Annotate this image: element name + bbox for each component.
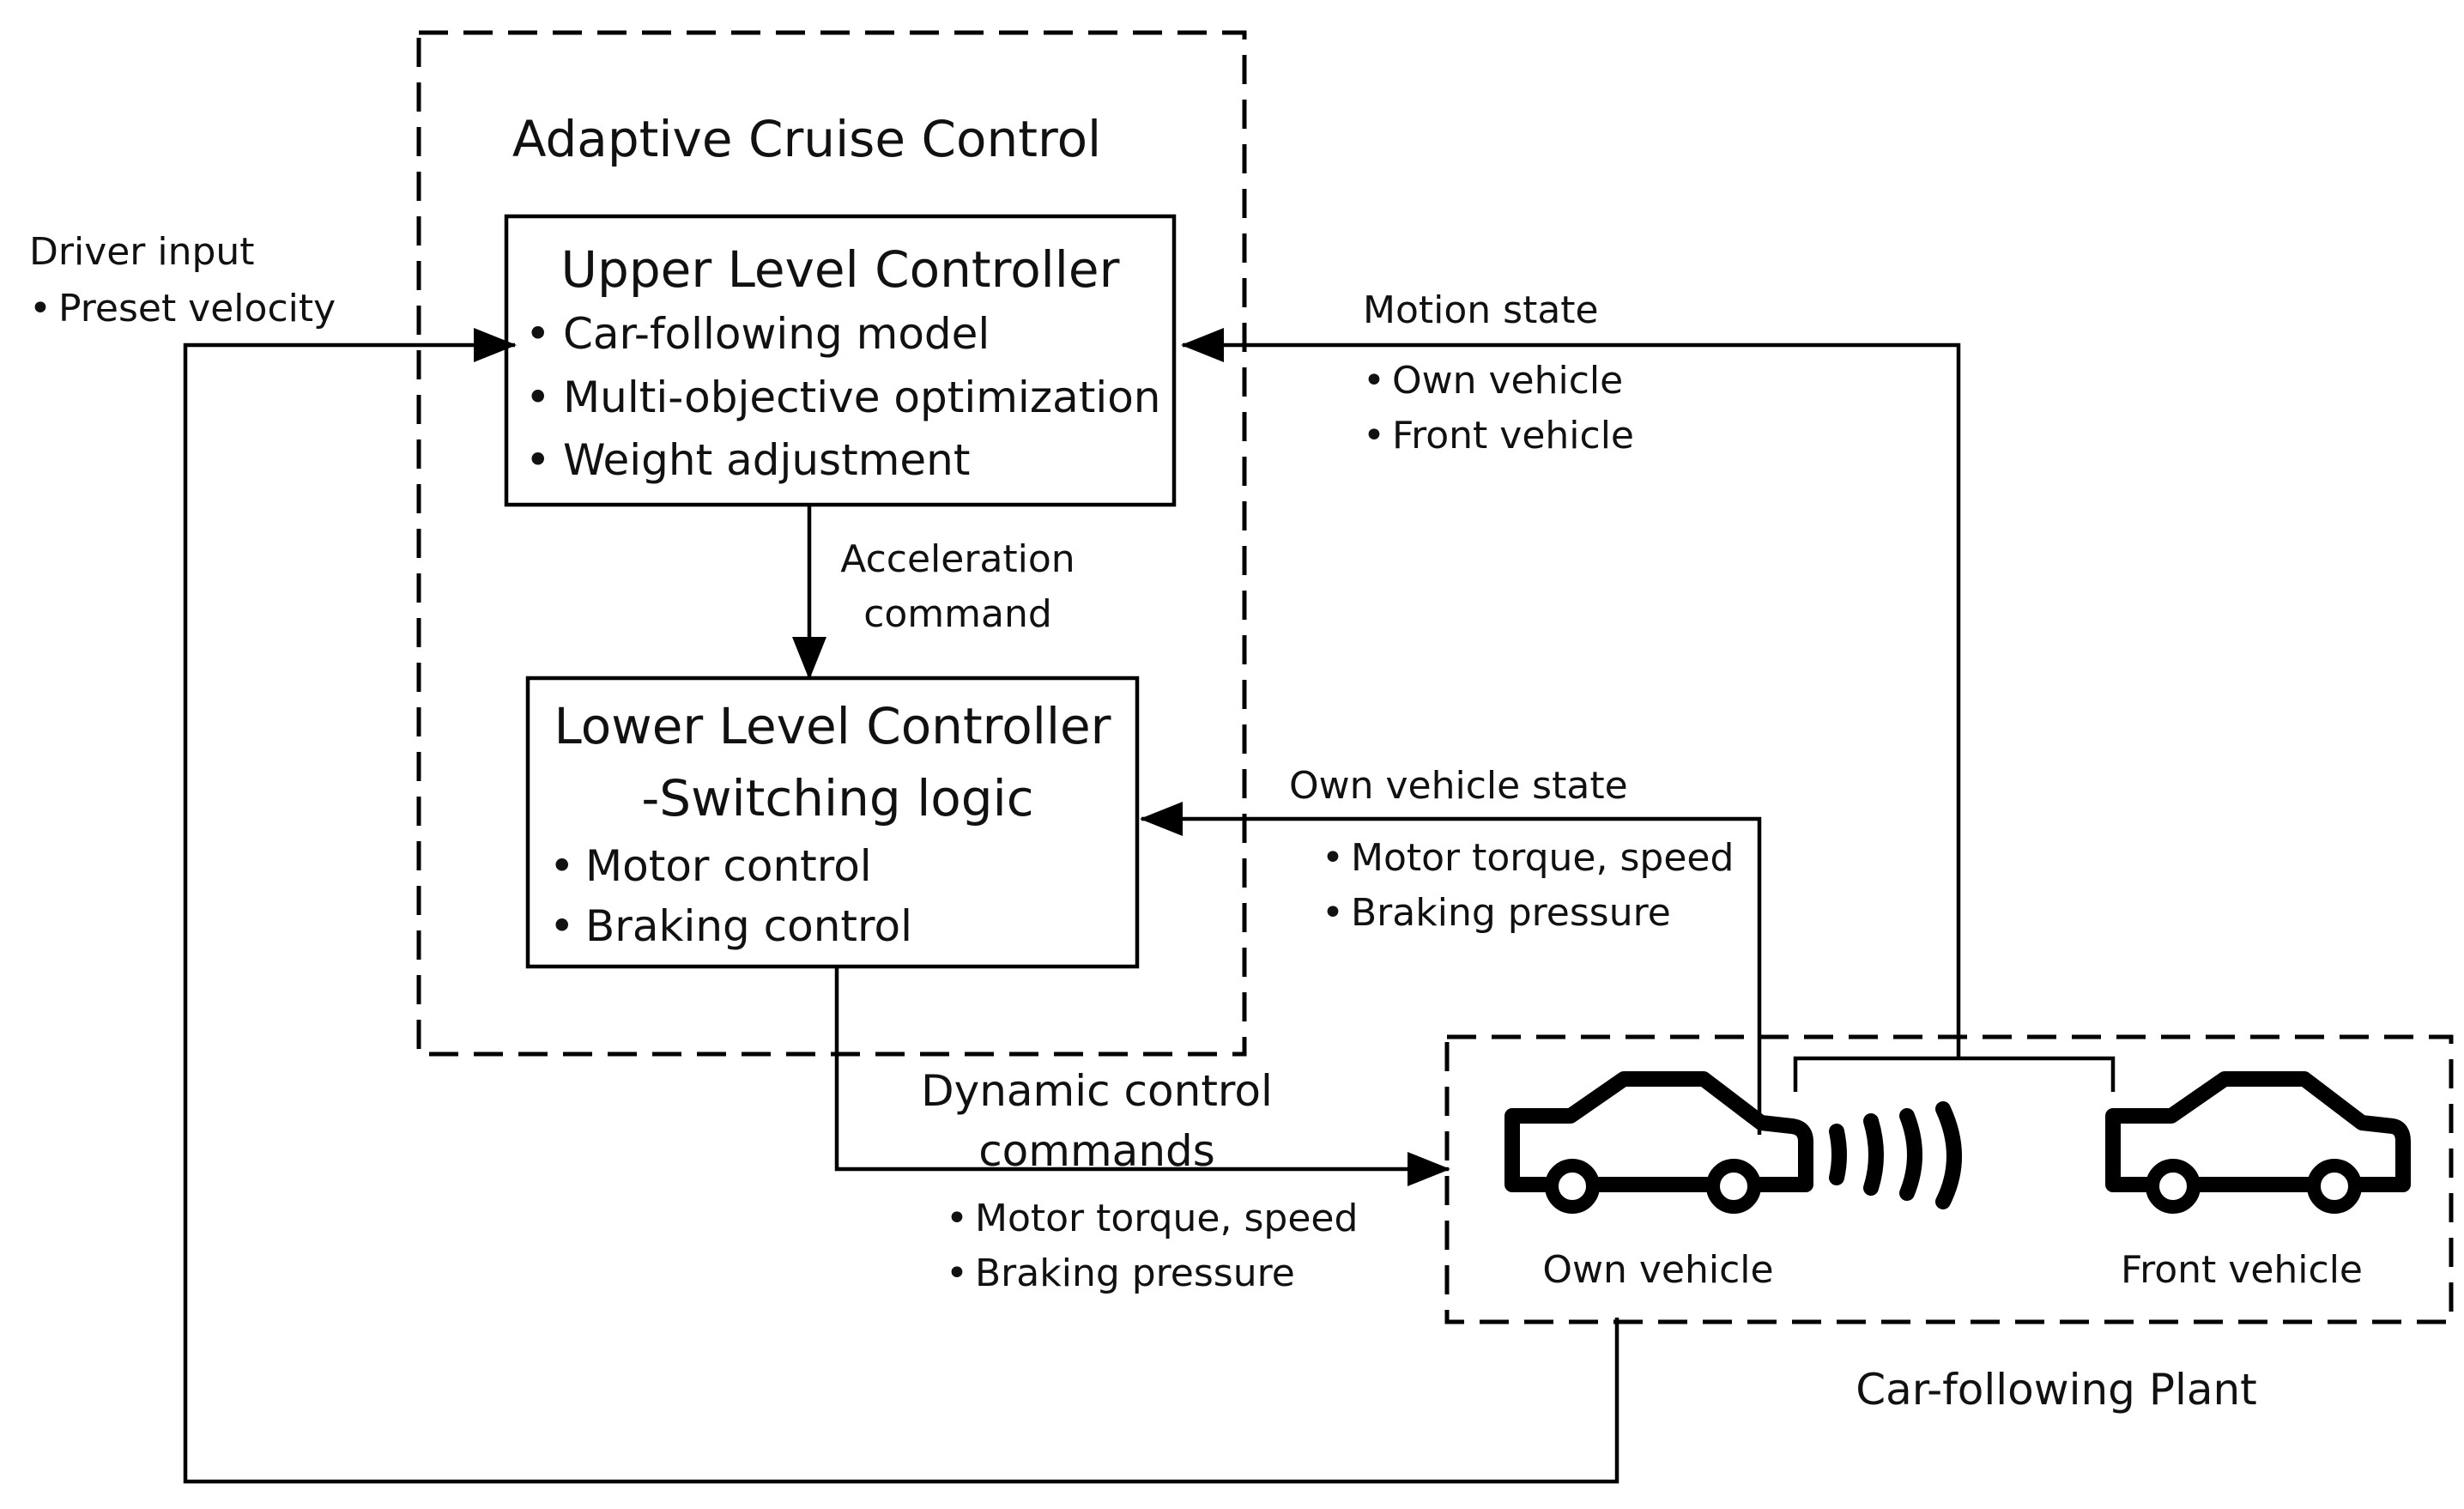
upper-item-optimization: Multi-objective optimization — [563, 373, 1160, 422]
bullet-marker: • — [525, 435, 551, 485]
acc-title: Adaptive Cruise Control — [512, 110, 1101, 168]
dynamic-item-braking: Braking pressure — [975, 1251, 1295, 1295]
sensing-bracket — [1793, 1056, 2116, 1092]
bullet-marker: • — [946, 1197, 968, 1240]
signal-waves-icon — [1829, 1101, 1962, 1209]
lower-controller-title-1: Lower Level Controller — [554, 697, 1111, 755]
bullet-marker: • — [29, 287, 51, 330]
driver-input-item: Preset velocity — [58, 287, 336, 330]
own-vehicle-state-label: Own vehicle state — [1289, 764, 1628, 808]
dynamic-item-motor: Motor torque, speed — [975, 1197, 1358, 1240]
lower-controller-title-2: -Switching logic — [641, 769, 1033, 827]
bullet-marker: • — [1363, 359, 1385, 403]
bullet-marker: • — [525, 373, 551, 422]
own-state-item-motor: Motor torque, speed — [1351, 836, 1734, 880]
lower-item-braking: Braking control — [585, 901, 912, 951]
own-vehicle-state-line — [1140, 802, 1762, 1135]
bullet-marker: • — [549, 901, 575, 951]
own-vehicle-label: Own vehicle — [1542, 1248, 1773, 1292]
velocity-feedback-line — [183, 328, 1619, 1484]
bullet-marker: • — [549, 841, 575, 891]
bullet-marker: • — [1322, 836, 1344, 880]
acc-boundary — [416, 30, 1247, 1057]
acceleration-label-1: Acceleration — [840, 537, 1075, 581]
bullet-marker: • — [1363, 414, 1385, 458]
motion-state-item-own: Own vehicle — [1392, 359, 1623, 403]
dynamic-control-label-1: Dynamic control — [921, 1066, 1273, 1116]
driver-input-label: Driver input — [29, 230, 255, 274]
car-icon — [1504, 1071, 1813, 1214]
front-vehicle-label: Front vehicle — [2121, 1248, 2363, 1292]
motion-state-label: Motion state — [1363, 288, 1599, 332]
own-state-item-braking: Braking pressure — [1351, 891, 1671, 935]
lower-item-motor: Motor control — [585, 841, 872, 891]
plant-title: Car-following Plant — [1856, 1365, 2257, 1415]
upper-controller-title: Upper Level Controller — [561, 240, 1120, 299]
upper-item-car-following: Car-following model — [563, 309, 990, 359]
bullet-marker: • — [946, 1251, 968, 1295]
motion-state-line — [1181, 328, 1961, 1058]
acceleration-label-2: command — [863, 592, 1052, 636]
motion-state-item-front: Front vehicle — [1392, 414, 1634, 458]
lower-controller-box — [525, 676, 1140, 969]
car-icon — [2105, 1071, 2411, 1214]
bullet-marker: • — [525, 309, 551, 359]
upper-item-weight: Weight adjustment — [563, 435, 970, 485]
bullet-marker: • — [1322, 891, 1344, 935]
dynamic-control-label-2: commands — [978, 1126, 1215, 1176]
dynamic-control-line — [834, 967, 1450, 1186]
